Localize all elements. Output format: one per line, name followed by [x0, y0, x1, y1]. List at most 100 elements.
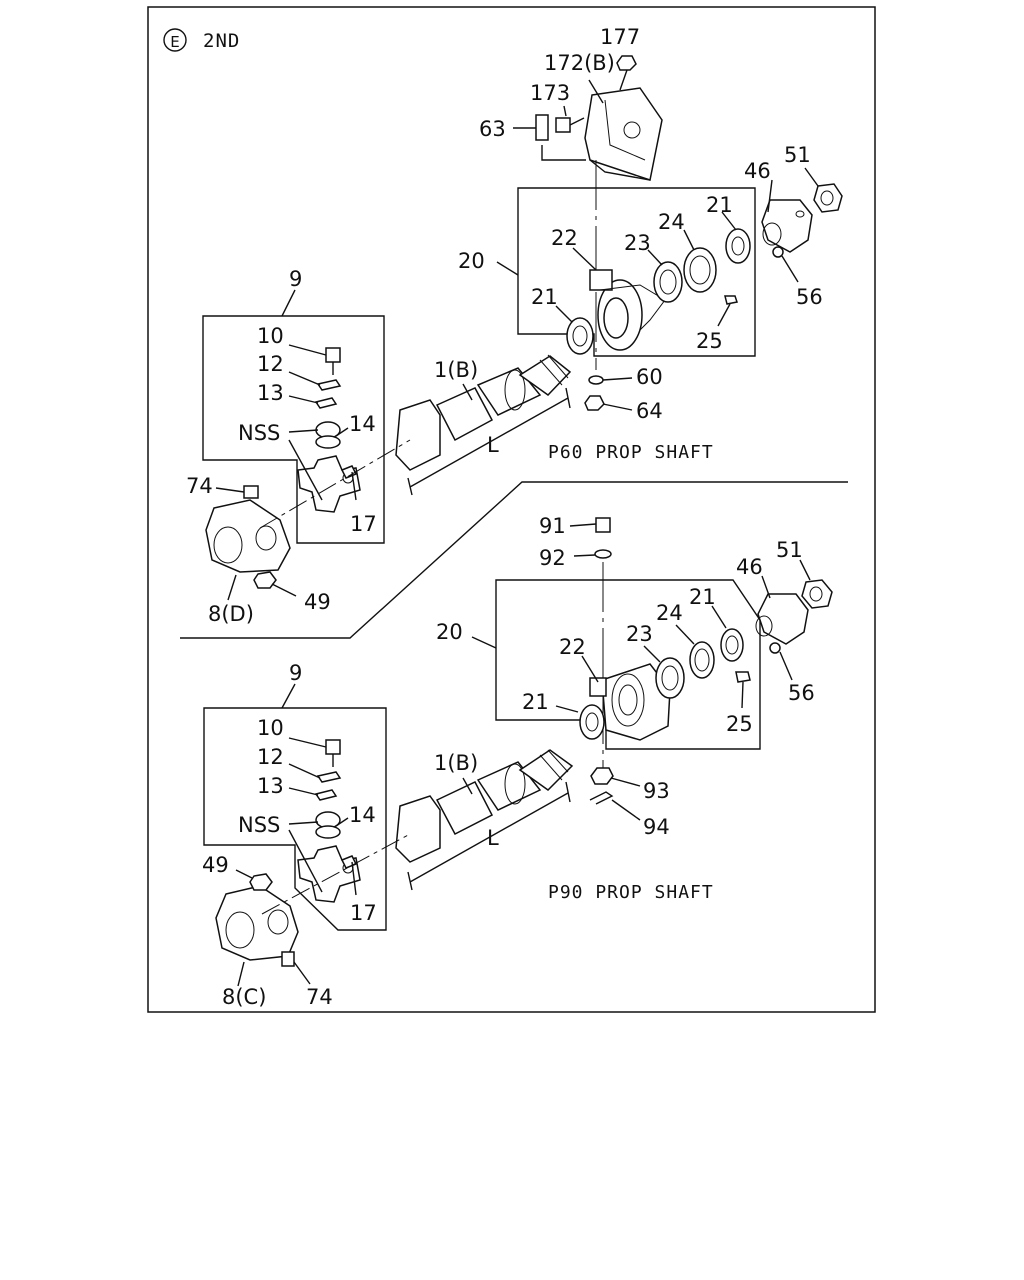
label-14-lower: 14	[349, 803, 376, 827]
section-divider	[180, 481, 848, 639]
nut-51-lower	[801, 579, 833, 609]
label-91: 91	[539, 514, 566, 538]
washer-13	[314, 397, 338, 409]
label-nss: NSS	[238, 421, 280, 445]
label-20-lower: 20	[436, 620, 463, 644]
box-20	[517, 187, 756, 357]
bearing-23-lower	[655, 657, 685, 699]
flange-46-lower	[755, 593, 809, 645]
bolt-10	[325, 347, 341, 363]
nut-64	[584, 395, 605, 411]
section-header: E 2ND	[163, 28, 239, 52]
label-21-left-lower: 21	[522, 690, 549, 714]
seal-21-left	[566, 317, 594, 355]
flange-yoke-8d	[205, 499, 291, 573]
bearing-23	[653, 261, 683, 303]
leaders-upper	[227, 79, 819, 601]
prop-shaft-1-lower	[395, 749, 574, 863]
label-21-left: 21	[531, 285, 558, 309]
cotter-pin-94	[589, 791, 614, 805]
label-56: 56	[796, 285, 823, 309]
nut-177	[616, 55, 637, 91]
washer-13-lower	[314, 789, 338, 801]
label-22: 22	[551, 226, 578, 250]
label-1b: 1(B)	[434, 358, 478, 382]
plate-12	[316, 379, 342, 391]
label-60: 60	[636, 365, 663, 389]
plate-12-lower	[316, 771, 342, 783]
lower-assembly: 91 92 51 46 20 21 24 23 22 21 56 25 93 9…	[202, 514, 833, 1009]
section-letter: E	[170, 33, 179, 51]
nut-93	[590, 767, 614, 785]
label-46: 46	[744, 159, 771, 183]
label-74-lower: 74	[306, 985, 333, 1009]
label-20: 20	[458, 249, 485, 273]
diagram-frame	[147, 6, 876, 1013]
label-25-lower: 25	[726, 712, 753, 736]
label-56-lower: 56	[788, 681, 815, 705]
label-173: 173	[530, 81, 570, 105]
sleeve-24	[683, 247, 717, 293]
caption-p90: P90 PROP SHAFT	[548, 882, 714, 903]
seal-21-right	[725, 228, 751, 264]
label-23: 23	[624, 231, 651, 255]
label-14: 14	[349, 412, 376, 436]
label-94: 94	[643, 815, 670, 839]
label-63: 63	[479, 117, 506, 141]
label-49-lower: 49	[202, 853, 229, 877]
bolt-74	[243, 485, 259, 499]
label-17-lower: 17	[350, 901, 377, 925]
center-bearing-22-lower	[589, 663, 671, 741]
flange-yoke-8c	[215, 885, 299, 961]
label-12-lower: 12	[257, 745, 284, 769]
nut-51	[813, 183, 843, 213]
bolt-56-lower	[769, 642, 781, 654]
box-20-lower	[495, 579, 761, 750]
label-9-lower: 9	[289, 661, 302, 685]
label-93: 93	[643, 779, 670, 803]
label-23-lower: 23	[626, 622, 653, 646]
collar-24-lower	[689, 641, 715, 679]
label-17: 17	[350, 512, 377, 536]
grease-fitting-25	[717, 295, 738, 327]
label-13: 13	[257, 381, 284, 405]
label-12: 12	[257, 352, 284, 376]
prop-shaft-1	[395, 354, 572, 471]
box-9	[202, 315, 385, 544]
label-10: 10	[257, 324, 284, 348]
seal-21-left-lower	[579, 704, 605, 740]
label-25: 25	[696, 329, 723, 353]
label-64: 64	[636, 399, 663, 423]
bolt-173	[555, 117, 585, 133]
label-49: 49	[304, 590, 331, 614]
label-8c: 8(C)	[222, 985, 266, 1009]
upper-assembly: 177 172(B) 173 63 51 46 21 56 20 22 23 2…	[186, 25, 843, 626]
grease-fitting-25-lower	[735, 671, 751, 683]
center-bearing-22	[589, 269, 666, 351]
label-dim-l: L	[487, 433, 499, 457]
label-172b: 172(B)	[544, 51, 615, 75]
seal-21-right-lower	[720, 628, 744, 662]
label-24: 24	[658, 210, 685, 234]
label-1b-lower: 1(B)	[434, 751, 478, 775]
label-22-lower: 22	[559, 635, 586, 659]
flange-46	[761, 199, 813, 253]
washer-60	[588, 375, 604, 385]
bolt-56	[772, 246, 799, 283]
label-21-right: 21	[706, 193, 733, 217]
label-51: 51	[784, 143, 811, 167]
label-46-lower: 46	[736, 555, 763, 579]
bracket-172	[584, 87, 663, 181]
label-74: 74	[186, 474, 213, 498]
bolt-74-lower	[281, 951, 295, 967]
label-10-lower: 10	[257, 716, 284, 740]
label-8d: 8(D)	[208, 602, 254, 626]
label-13-lower: 13	[257, 774, 284, 798]
label-21-right-lower: 21	[689, 585, 716, 609]
leaders-lower	[237, 559, 811, 987]
label-92: 92	[539, 546, 566, 570]
label-9: 9	[289, 267, 302, 291]
label-24-lower: 24	[656, 601, 683, 625]
label-51-lower: 51	[776, 538, 803, 562]
